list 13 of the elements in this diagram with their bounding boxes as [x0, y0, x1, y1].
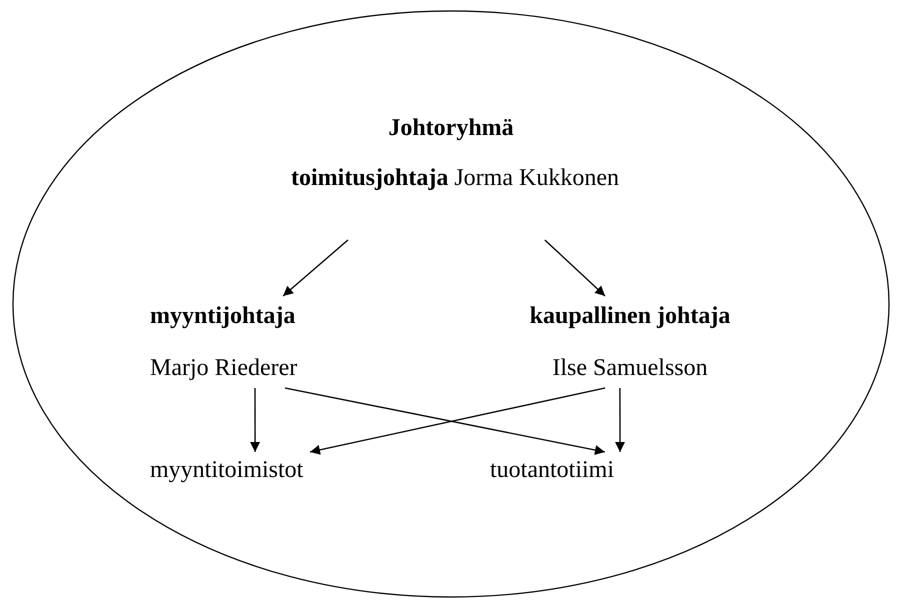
- group-title: Johtoryhmä: [387, 114, 515, 142]
- role-title: kaupallinen johtaja: [530, 302, 730, 330]
- role-title: myyntijohtaja: [150, 302, 296, 330]
- unit-name: myyntitoimistot: [150, 456, 304, 484]
- arrow: [544, 240, 606, 296]
- group-ellipse: [12, 10, 890, 598]
- role-text: toimitusjohtaja Jorma Kukkonen: [291, 164, 619, 192]
- person-name: Marjo Riederer: [150, 354, 298, 382]
- arrow: [282, 240, 348, 296]
- unit-name: tuotantotiimi: [490, 456, 614, 484]
- arrow: [615, 388, 626, 452]
- person-name: Ilse Samuelsson: [552, 354, 708, 382]
- arrow: [250, 388, 260, 452]
